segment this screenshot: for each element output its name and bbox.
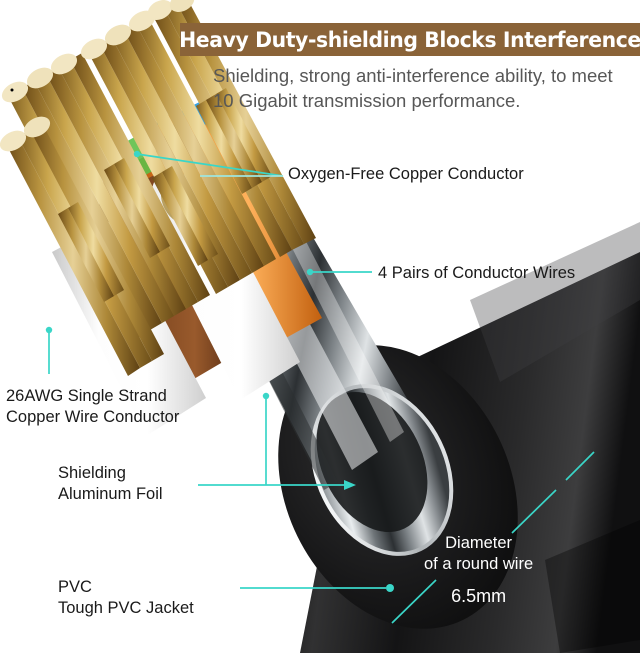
callout-oxygen-free-copper: Oxygen-Free Copper Conductor <box>288 165 524 183</box>
callout-pvc-line2: Tough PVC Jacket <box>58 599 194 617</box>
callout-pvc-line1: PVC <box>58 578 92 596</box>
callout-diameter-line1: Diameter <box>445 534 513 552</box>
callout-dot-oxygen <box>133 150 141 158</box>
banner-title: Heavy Duty-shielding Blocks Interference <box>179 27 640 52</box>
callout-shielding-foil: Shielding Aluminum Foil <box>58 463 163 505</box>
callout-diameter-line2: of a round wire <box>424 555 534 573</box>
header-banner: Heavy Duty-shielding Blocks Interference <box>179 23 640 56</box>
callout-26awg-line2: Copper Wire Conductor <box>6 408 180 426</box>
callout-diameter-value: 6.5mm <box>451 586 507 606</box>
callout-four-pairs: 4 Pairs of Conductor Wires <box>378 264 576 282</box>
copper-conductor-strands <box>0 0 316 376</box>
leader-oxygen <box>136 153 284 177</box>
leader-arrow-shield <box>344 480 356 490</box>
leader-diameter-bottom <box>391 579 437 624</box>
callout-shielding-line2: Aluminum Foil <box>58 485 163 503</box>
leader-diameter-top <box>511 489 557 534</box>
callout-dot-awg <box>45 326 53 334</box>
callout-dot-shield <box>262 392 270 400</box>
callout-leader-lines <box>45 150 595 624</box>
callout-shielding-line1: Shielding <box>58 464 126 482</box>
callout-dot-pairs <box>306 268 314 276</box>
callout-26awg-line1: 26AWG Single Strand <box>6 387 167 405</box>
callout-diameter: Diameter of a round wire 6.5mm <box>424 533 533 607</box>
callout-26awg: 26AWG Single Strand Copper Wire Conducto… <box>6 386 179 428</box>
callout-dot-pvc <box>386 584 394 592</box>
header-subtitle: Shielding, strong anti-interference abil… <box>213 65 613 111</box>
callout-pvc-jacket: PVC Tough PVC Jacket <box>58 577 194 619</box>
